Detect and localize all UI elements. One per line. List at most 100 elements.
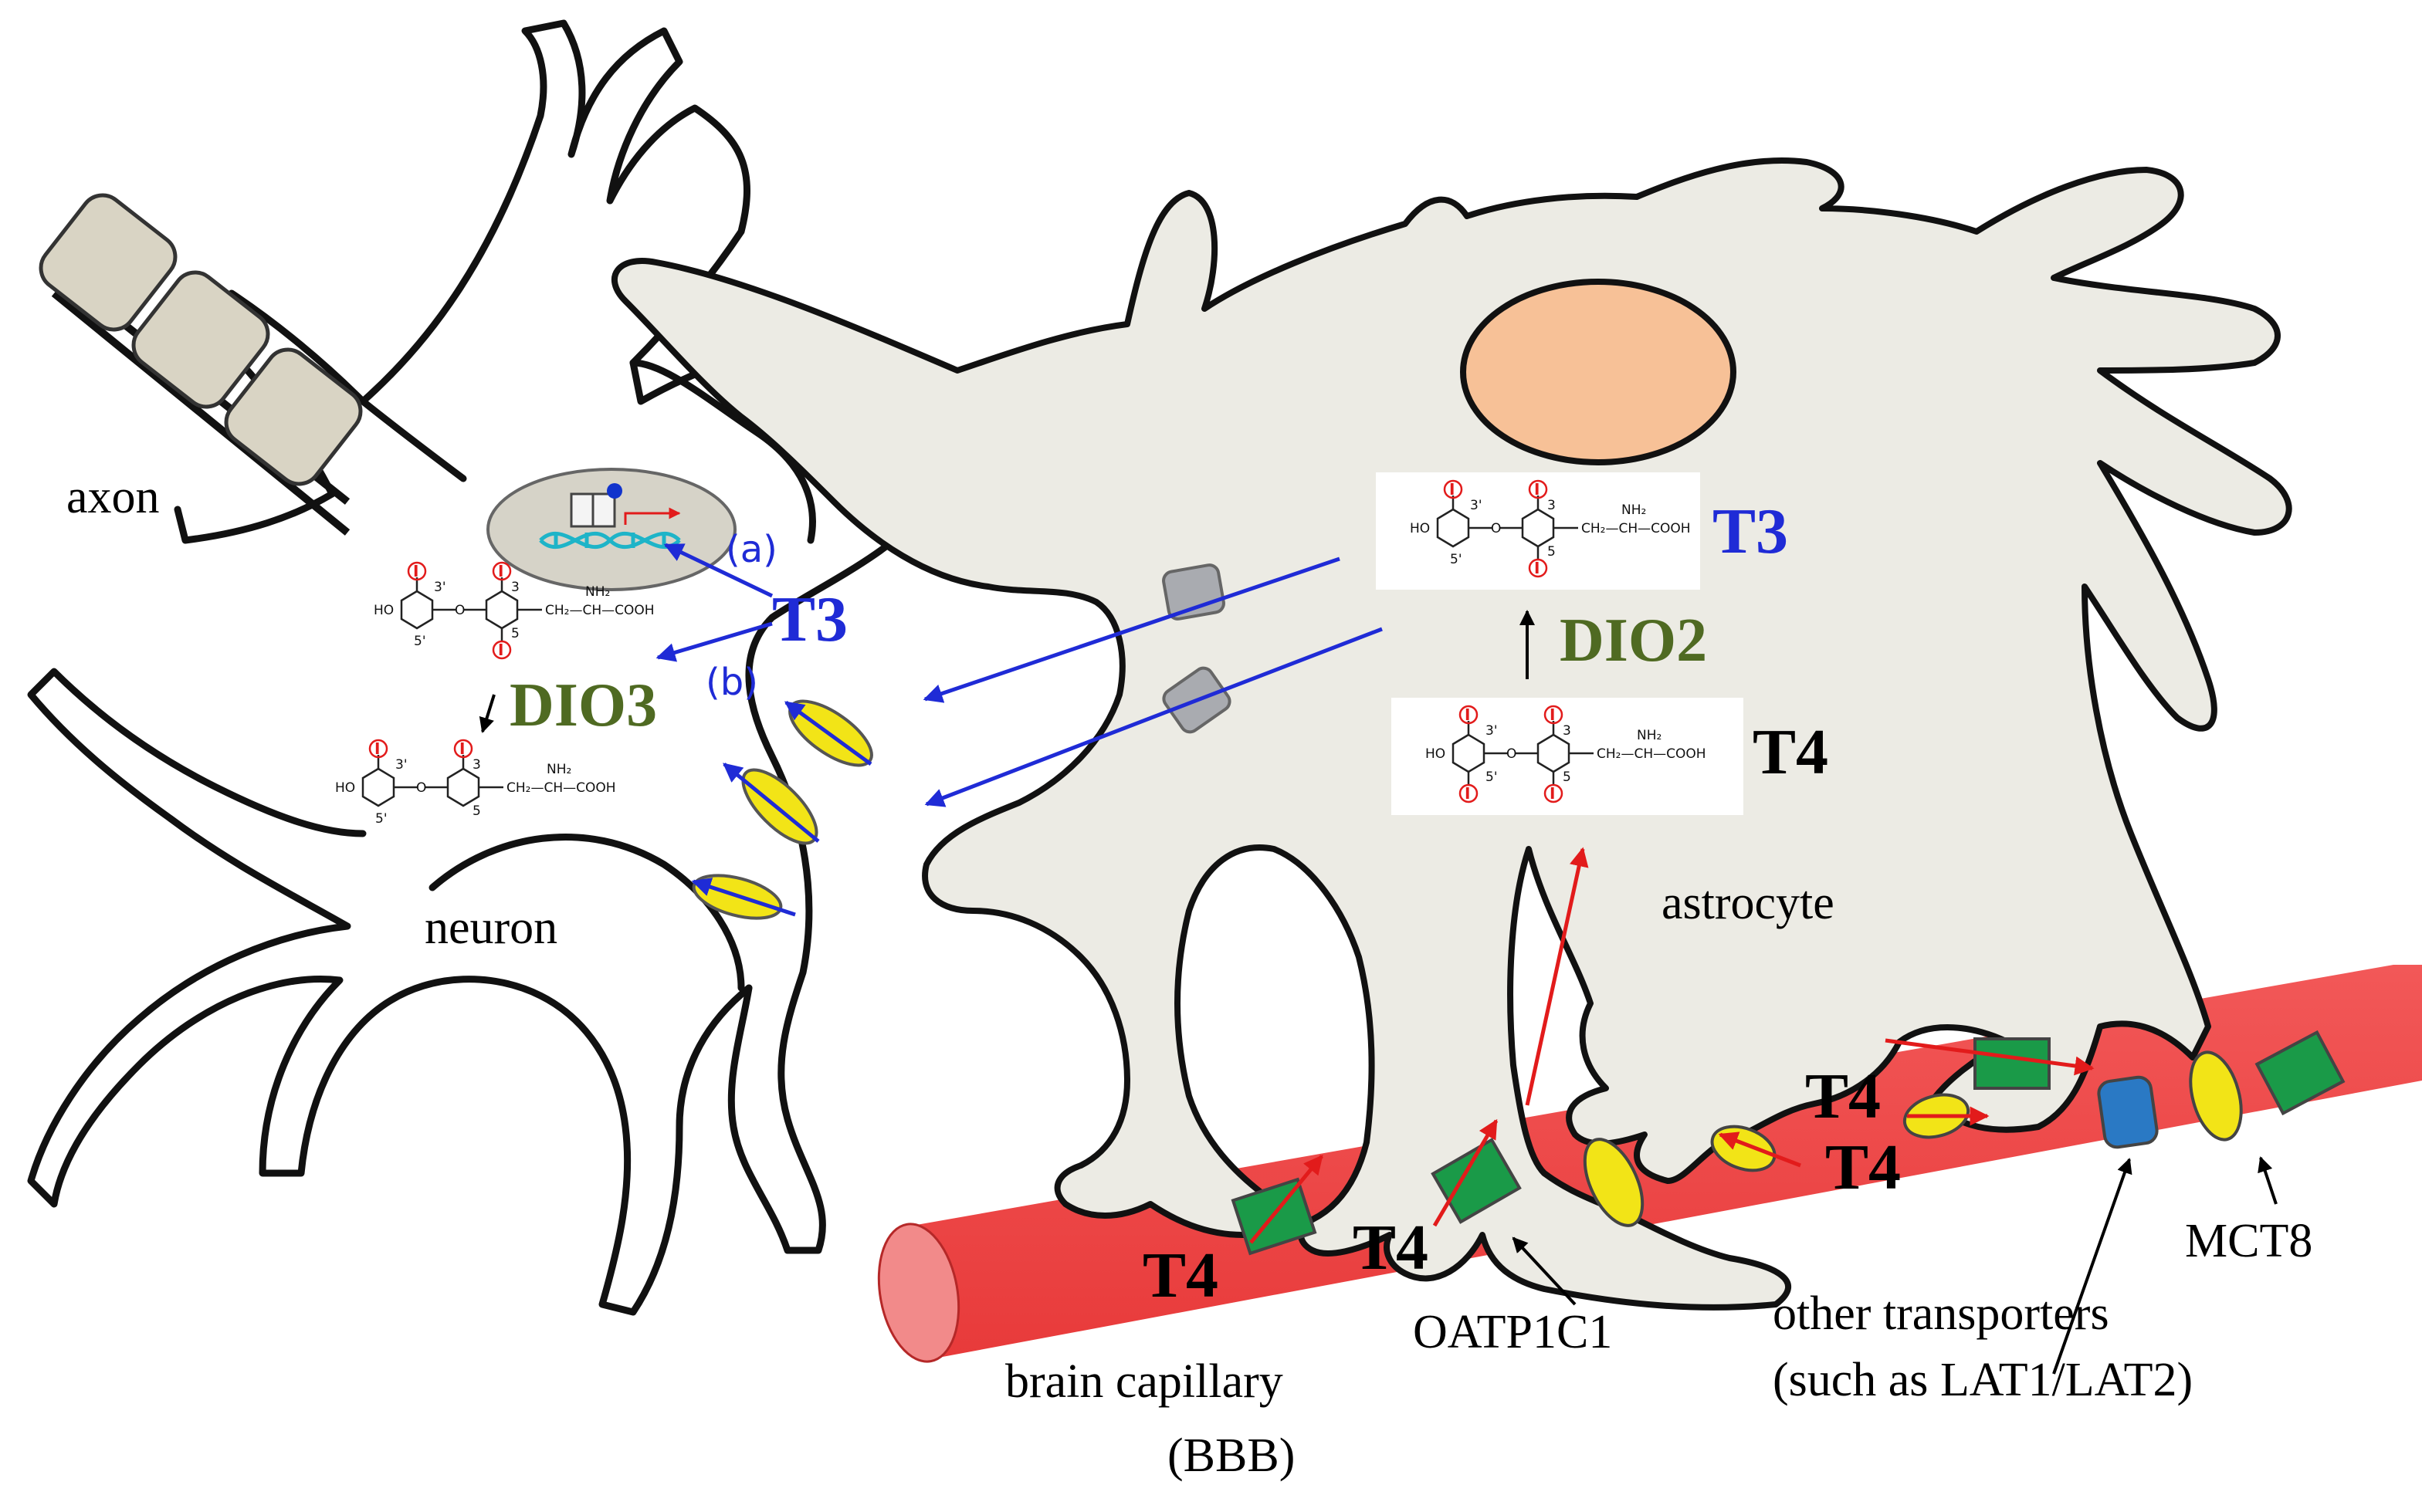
arrow-b-to-dio3 <box>655 621 773 662</box>
chem-structure-neuron-lower: I I HO O 3' 5' 3 5 CH₂—CH—COOH NH₂ <box>335 739 616 827</box>
side-chain-label: CH₂—CH—COOH <box>545 603 655 618</box>
arrow-t4-left <box>1718 1131 1801 1168</box>
ether-o-label: O <box>1491 521 1501 536</box>
ho-label: HO <box>1410 521 1430 536</box>
t3-neuron-label: T3 <box>772 583 848 655</box>
structure-panel <box>1376 472 1700 590</box>
position-label: 5 <box>473 803 481 819</box>
other-transporters-label-line2: (such as LAT1/LAT2) <box>1773 1354 2193 1406</box>
pathway-b-label: (b) <box>706 661 758 704</box>
myelin-segment <box>224 347 363 486</box>
black-arrows <box>479 610 2278 1375</box>
neuron-inner-contour <box>429 834 745 992</box>
iodine-label: I <box>1534 480 1540 499</box>
ether-o-label: O <box>1506 746 1516 762</box>
arrow-dio3 <box>479 694 496 733</box>
arrow-t4-right-1 <box>1885 1038 2095 1076</box>
iodine-label: I <box>1465 705 1470 724</box>
pathway-a-label: (a) <box>726 528 777 571</box>
arrow-t4-capillary-2 <box>1432 1118 1499 1227</box>
neuron-nucleus-dna <box>486 468 737 591</box>
structure-panel <box>1391 698 1743 815</box>
ho-label: HO <box>374 603 394 618</box>
iodine-label: I <box>1465 784 1470 803</box>
oatp1c1-transporter <box>1431 1138 1522 1224</box>
neuron-outline-lower <box>27 668 753 1316</box>
mct8-transporter <box>1583 1138 1645 1227</box>
ho-label: HO <box>335 780 355 796</box>
blue-arrows <box>655 543 1383 917</box>
neuron-label: neuron <box>425 901 557 954</box>
ether-o-label: O <box>416 780 426 796</box>
arrow-a-to-nucleus <box>663 543 774 598</box>
position-label: 3 <box>473 757 481 773</box>
t4-capillary-label-4: T4 <box>1825 1131 1901 1203</box>
amine-label: NH₂ <box>547 762 571 777</box>
myelin-segment <box>39 193 178 332</box>
chem-structure-t4-astrocyte: I I I I HO O 3' 5' 3 5 CH₂—CH—COOH NH₂ <box>1391 698 1743 815</box>
arrow-mct8-1 <box>784 700 872 766</box>
t4-astrocyte-label: T4 <box>1753 716 1828 788</box>
position-label: 3 <box>511 580 520 595</box>
arrow-t4-capillary-1 <box>1249 1155 1323 1244</box>
iodine-label: I <box>1550 784 1555 803</box>
iodine-label: I <box>498 562 503 580</box>
ether-o-label: O <box>455 603 465 618</box>
position-label: 5' <box>375 811 388 827</box>
iodine-label: I <box>413 562 418 580</box>
amine-label: NH₂ <box>1621 502 1646 518</box>
t3-astrocyte-label: T3 <box>1712 496 1788 567</box>
axon-label: axon <box>66 471 160 523</box>
neuron-dendrite-left <box>359 397 467 482</box>
oatp1c1-transporter <box>1973 1037 2051 1090</box>
iodine-label: I <box>498 641 503 659</box>
neuron-outline-upper <box>197 19 791 498</box>
mct8-transporter <box>2189 1050 2243 1142</box>
dna-helix-icon <box>539 531 681 550</box>
chem-structure-t3-neuron-upper: I I I HO O 3' 5' 3 5 CH₂—CH—COOH NH₂ <box>374 561 655 660</box>
arrow-mct8-2 <box>723 763 820 843</box>
position-label: 3 <box>1563 723 1571 739</box>
position-label: 5' <box>414 634 426 649</box>
side-chain-label: CH₂—CH—COOH <box>1597 746 1706 762</box>
arrow-t4-to-astrocyte <box>1525 847 1589 1106</box>
capillary-label-line2: (BBB) <box>1167 1429 1295 1482</box>
iodine-label: I <box>1449 480 1455 499</box>
myelin-segment <box>131 270 270 409</box>
oatp1c1-transporter <box>2254 1030 2346 1116</box>
position-label: 5 <box>1547 544 1556 560</box>
astrocyte-nucleus <box>1460 279 1736 465</box>
capillary-label-line1: brain capillary <box>1005 1355 1283 1408</box>
t4-capillary-label-1: T4 <box>1143 1240 1218 1311</box>
position-label: 3 <box>1547 498 1556 513</box>
iodine-label: I <box>374 739 380 758</box>
side-chain-label: CH₂—CH—COOH <box>506 780 616 796</box>
axon-myelin <box>39 193 363 536</box>
position-label: 5' <box>1450 552 1462 567</box>
chem-structure-t3-astrocyte: I I I HO O 3' 5' 3 5 CH₂—CH—COOH NH₂ <box>1376 472 1700 590</box>
position-label: 3' <box>1470 498 1482 513</box>
dio2-label: DIO2 <box>1560 607 1707 675</box>
pointer-mct8 <box>2258 1156 2278 1205</box>
amine-label: NH₂ <box>1637 728 1662 743</box>
arrow-t3-into-neuron-1 <box>923 556 1340 703</box>
pointer-other <box>2052 1158 2132 1375</box>
ho-label: HO <box>1425 746 1445 762</box>
amine-label: NH₂ <box>585 584 610 600</box>
arrow-mct8-3 <box>691 878 796 917</box>
t4-capillary-label-2: T4 <box>1353 1212 1428 1284</box>
position-label: 3' <box>1485 723 1498 739</box>
position-label: 3' <box>395 757 408 773</box>
oatp1c1-label: OATP1C1 <box>1413 1306 1612 1358</box>
side-chain-label: CH₂—CH—COOH <box>1581 521 1691 536</box>
iodine-label: I <box>459 739 465 758</box>
astrocyte-transporter <box>1162 563 1225 621</box>
pointer-oatp1c1 <box>1512 1236 1577 1306</box>
iodine-label: I <box>1550 705 1555 724</box>
capillary-opening <box>877 1223 960 1363</box>
t4-capillary-label-3: T4 <box>1805 1060 1881 1132</box>
receptor-icon <box>570 483 681 528</box>
other-transporters-label-line1: other transporters <box>1773 1287 2109 1340</box>
position-label: 3' <box>434 580 446 595</box>
